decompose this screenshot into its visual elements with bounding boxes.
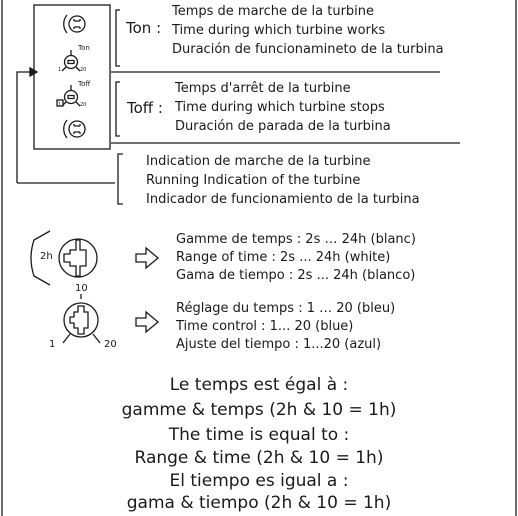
formula-line-1: Le temps est égal à : [169,375,349,395]
toff-line-fr: Temps d'arrêt de la turbine [175,81,351,96]
indication-bracket [117,153,123,205]
range-knob-label: 2h [40,251,53,262]
formula-line-2: gamme & temps (2h & 10 = 1h) [121,400,397,420]
indication-line-fr: Indication de marche de la turbine [146,154,371,169]
panel-ton-dial-icon [61,50,81,72]
panel-toff-dial-min: 1 [58,102,62,108]
time-knob-max-label: 20 [104,339,117,350]
formula-line-4: Range & time (2h & 10 = 1h) [134,448,384,468]
range-line-fr: Gamme de temps : 2s … 24h (blanc) [176,232,416,247]
range-knob-icon [30,230,98,286]
indication-line-en: Running Indication of the turbine [146,173,361,188]
toff-key-label: Toff : [127,99,163,117]
ton-key-label: Ton : [126,19,162,37]
formula-line-5: El tiempo es igual a : [169,471,349,491]
ton-line-en: Time during which turbine works [172,23,386,38]
panel-ton-label: Ton [78,44,90,52]
indication-arrow-head [29,66,39,78]
panel-range-knob-top-icon [63,14,86,34]
ton-bracket [115,9,120,67]
indication-leader-line [16,71,30,183]
formula-line-3: The time is equal to : [168,425,350,445]
toff-line-en: Time during which turbine stops [175,100,385,115]
running-led-indicator [56,99,64,107]
time-line-es: Ajuste del tiempo : 1...20 (azul) [176,337,382,352]
range-line-en: Range of time : 2s ... 24h (white) [176,250,391,265]
time-knob-top-label: 10 [75,283,88,294]
time-line-en: Time control : 1... 20 (blue) [176,319,354,334]
ton-line-es: Duración de funcionamineto de la turbina [172,42,444,57]
indication-line-es: Indicador de funcionamiento de la turbin… [146,192,420,207]
range-arrow-icon [135,246,160,270]
time-line-fr: Réglage du temps : 1 … 20 (bleu) [176,301,396,316]
time-arrow-icon [135,310,160,334]
range-line-es: Gama de tiempo : 2s ... 24h (blanco) [176,268,416,283]
toff-bracket [115,81,120,137]
ton-line-fr: Temps de marche de la turbine [172,4,375,19]
panel-toff-dial-max: 20 [80,102,87,108]
panel-toff-dial-icon [61,85,81,107]
time-knob-min-label: 1 [49,339,56,350]
relay-panel-outline [33,4,111,150]
panel-toff-label: Toff [78,80,91,88]
toff-line-es: Duración de parada de la turbina [175,119,391,134]
panel-ton-dial-max: 20 [80,67,87,73]
time-knob-icon [62,294,101,344]
formula-line-6: gama & tiempo (2h & 10 = 1h) [126,493,392,513]
panel-ton-dial-min: 1 [58,67,62,73]
panel-range-knob-bottom-icon [63,119,86,139]
